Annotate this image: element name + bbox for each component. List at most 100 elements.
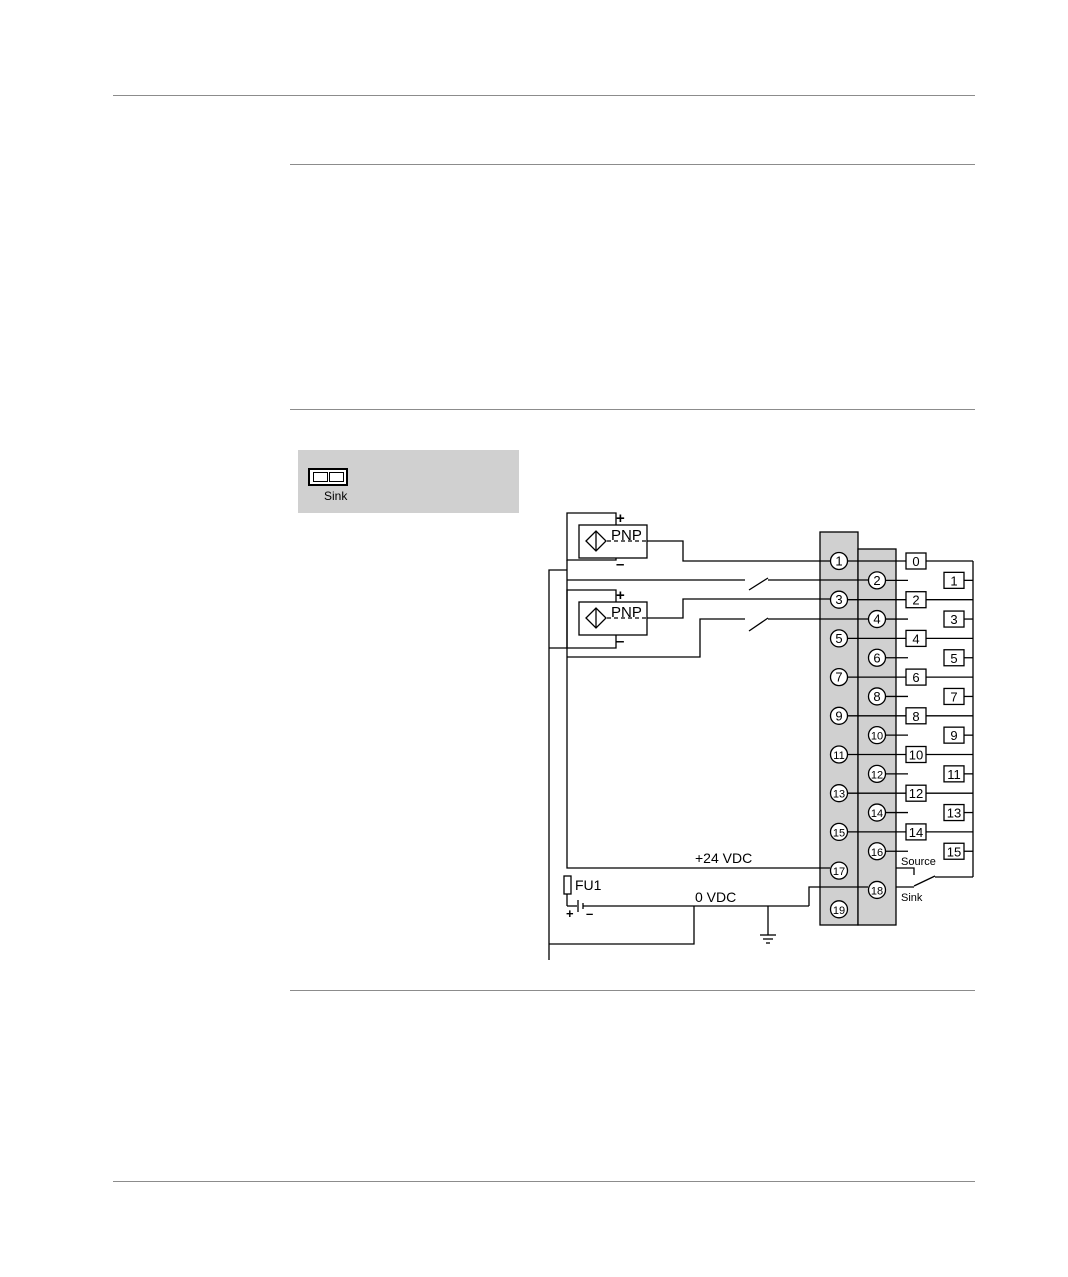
svg-text:13: 13 (833, 789, 845, 801)
svg-text:15: 15 (947, 844, 961, 859)
terminal-9: 9 (829, 706, 849, 725)
terminal-8: 8 (867, 687, 887, 706)
input-box-6: 6 (905, 668, 927, 686)
source-label: Source (901, 856, 936, 868)
svg-text:2: 2 (912, 593, 919, 608)
terminal-2: 2 (867, 571, 887, 590)
input-box-13: 13 (943, 803, 965, 822)
input-box-9: 9 (943, 726, 965, 744)
section-rule-1 (290, 164, 975, 165)
switch-label: Sink (324, 489, 348, 503)
terminal-1: 1 (829, 551, 849, 571)
input-box-8: 8 (905, 707, 927, 725)
input-box-0: 0 (905, 552, 927, 570)
section-rule-3 (290, 990, 975, 991)
svg-text:8: 8 (912, 709, 919, 724)
switch-cell-left (313, 472, 328, 482)
svg-text:6: 6 (873, 650, 880, 665)
input-box-7: 7 (943, 687, 965, 706)
svg-text:16: 16 (871, 847, 883, 859)
svg-text:15: 15 (833, 827, 845, 839)
svg-text:11: 11 (833, 750, 844, 762)
terminal-19: 19 (829, 900, 849, 919)
svg-text:6: 6 (912, 670, 919, 685)
fuse-label: FU1 (575, 877, 602, 893)
sensor-2-minus: – (616, 633, 624, 650)
svg-text:12: 12 (871, 769, 883, 781)
terminal-13: 13 (829, 784, 849, 803)
proximity-sensor-icon (585, 530, 607, 552)
svg-text:2: 2 (873, 573, 880, 588)
terminal-3: 3 (829, 590, 849, 609)
bottom-rule (113, 1181, 975, 1182)
sink-label: Sink (901, 892, 923, 904)
sensor-1-minus: – (616, 556, 624, 573)
terminal-10: 10 (867, 726, 887, 745)
svg-text:1: 1 (950, 573, 957, 588)
svg-text:14: 14 (871, 808, 883, 820)
input-box-1: 1 (943, 571, 965, 589)
svg-text:3: 3 (950, 612, 957, 627)
terminal-14: 14 (867, 803, 887, 822)
input-box-3: 3 (943, 610, 965, 628)
terminal-6: 6 (867, 648, 887, 667)
svg-text:12: 12 (909, 786, 923, 801)
svg-text:19: 19 (833, 905, 845, 917)
svg-text:10: 10 (871, 731, 883, 743)
terminal-12: 12 (867, 764, 887, 783)
input-box-12: 12 (905, 784, 927, 802)
svg-text:7: 7 (950, 689, 957, 704)
input-box-4: 4 (905, 629, 927, 648)
fuse-icon (563, 875, 572, 895)
terminal-5: 5 (829, 629, 849, 648)
svg-text:1: 1 (835, 554, 842, 569)
svg-text:10: 10 (909, 748, 923, 763)
svg-text:17: 17 (833, 866, 845, 878)
terminal-7: 7 (829, 667, 849, 687)
svg-text:5: 5 (835, 631, 842, 646)
sink-switch-panel: Sink (298, 450, 519, 513)
svg-text:14: 14 (909, 825, 923, 840)
sensor-1-type: PNP (611, 527, 642, 544)
top-rule (113, 95, 975, 96)
supply-plus-label: + (566, 906, 574, 921)
svg-text:8: 8 (873, 689, 880, 704)
section-rule-2 (290, 409, 975, 410)
sensor-2-plus: + (616, 587, 625, 604)
terminal-18: 18 (867, 880, 887, 900)
svg-text:3: 3 (835, 592, 842, 607)
terminal-11: 11 (829, 745, 849, 764)
input-box-10: 10 (905, 745, 927, 764)
ground-icon (760, 934, 776, 944)
dip-switch-icon (308, 468, 348, 486)
sensor-1-plus: + (616, 510, 625, 527)
svg-text:9: 9 (835, 708, 842, 723)
proximity-sensor-icon (585, 607, 607, 629)
svg-text:11: 11 (947, 767, 961, 782)
svg-text:18: 18 (871, 885, 883, 897)
svg-text:13: 13 (947, 806, 961, 821)
input-box-11: 11 (943, 765, 965, 783)
supply-minus-label: – (586, 906, 593, 921)
input-box-14: 14 (905, 823, 927, 841)
sensor-2-type: PNP (611, 604, 642, 621)
svg-text:4: 4 (873, 612, 880, 627)
switch-cell-right (329, 472, 344, 482)
input-box-5: 5 (943, 649, 965, 667)
plus-24-vdc-label: +24 VDC (695, 850, 752, 866)
terminal-17: 17 (829, 861, 849, 880)
svg-text:5: 5 (950, 651, 957, 666)
svg-text:9: 9 (950, 728, 957, 743)
input-box-2: 2 (905, 591, 927, 609)
terminal-15: 15 (829, 822, 849, 842)
svg-text:7: 7 (835, 670, 842, 685)
zero-vdc-label: 0 VDC (695, 889, 736, 905)
terminal-16: 16 (867, 842, 887, 861)
input-box-15: 15 (943, 842, 965, 860)
svg-text:0: 0 (912, 554, 919, 569)
terminal-4: 4 (867, 609, 887, 629)
svg-text:4: 4 (912, 631, 919, 646)
